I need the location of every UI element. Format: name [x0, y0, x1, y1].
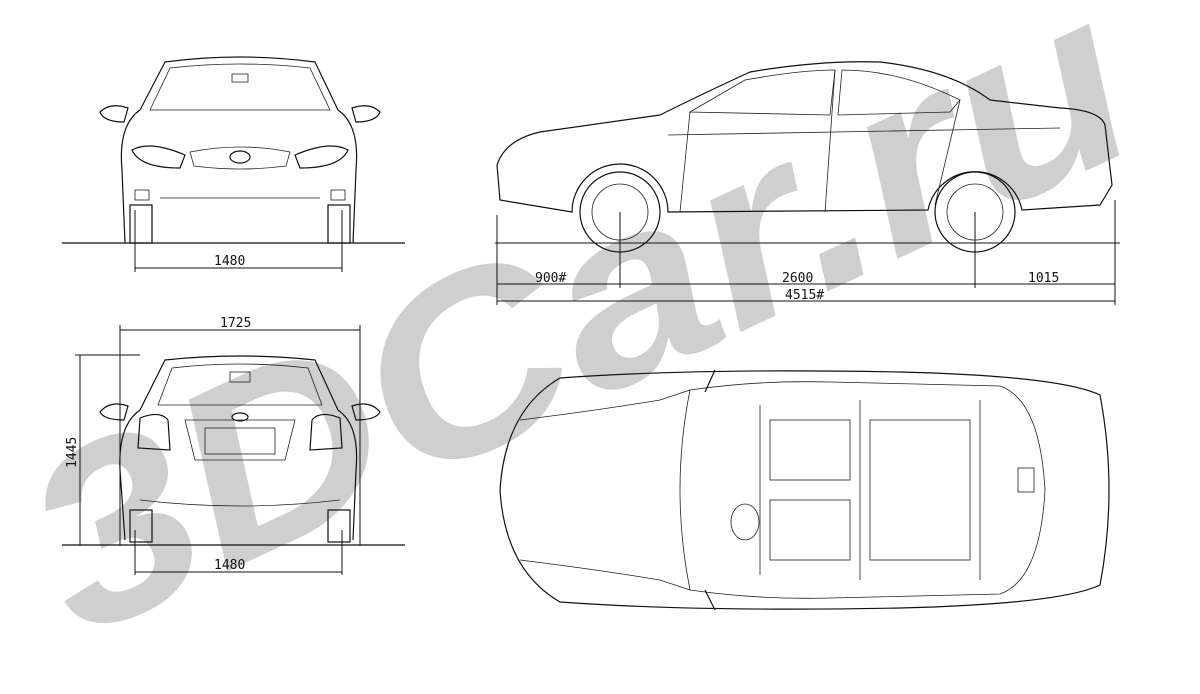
rear-track-label: 1480 [214, 558, 245, 573]
length-label: 4515# [785, 288, 824, 303]
front-view: 1480 [62, 56, 405, 272]
rear-height-label: 1445 [65, 437, 80, 468]
front-track-label: 1480 [214, 254, 245, 269]
top-view [499, 369, 1110, 611]
rear-width-label: 1725 [220, 316, 251, 331]
watermark: 3DCar.ru [0, 0, 1172, 688]
front-overhang-label: 900# [535, 271, 566, 286]
rear-overhang-label: 1015 [1028, 271, 1059, 286]
side-view: 900# 2600 1015 4515# [495, 61, 1120, 305]
watermark-text: 3DCar.ru [0, 0, 1172, 688]
rear-view: 1725 1445 1480 [62, 316, 405, 575]
wheelbase-label: 2600 [782, 271, 813, 286]
